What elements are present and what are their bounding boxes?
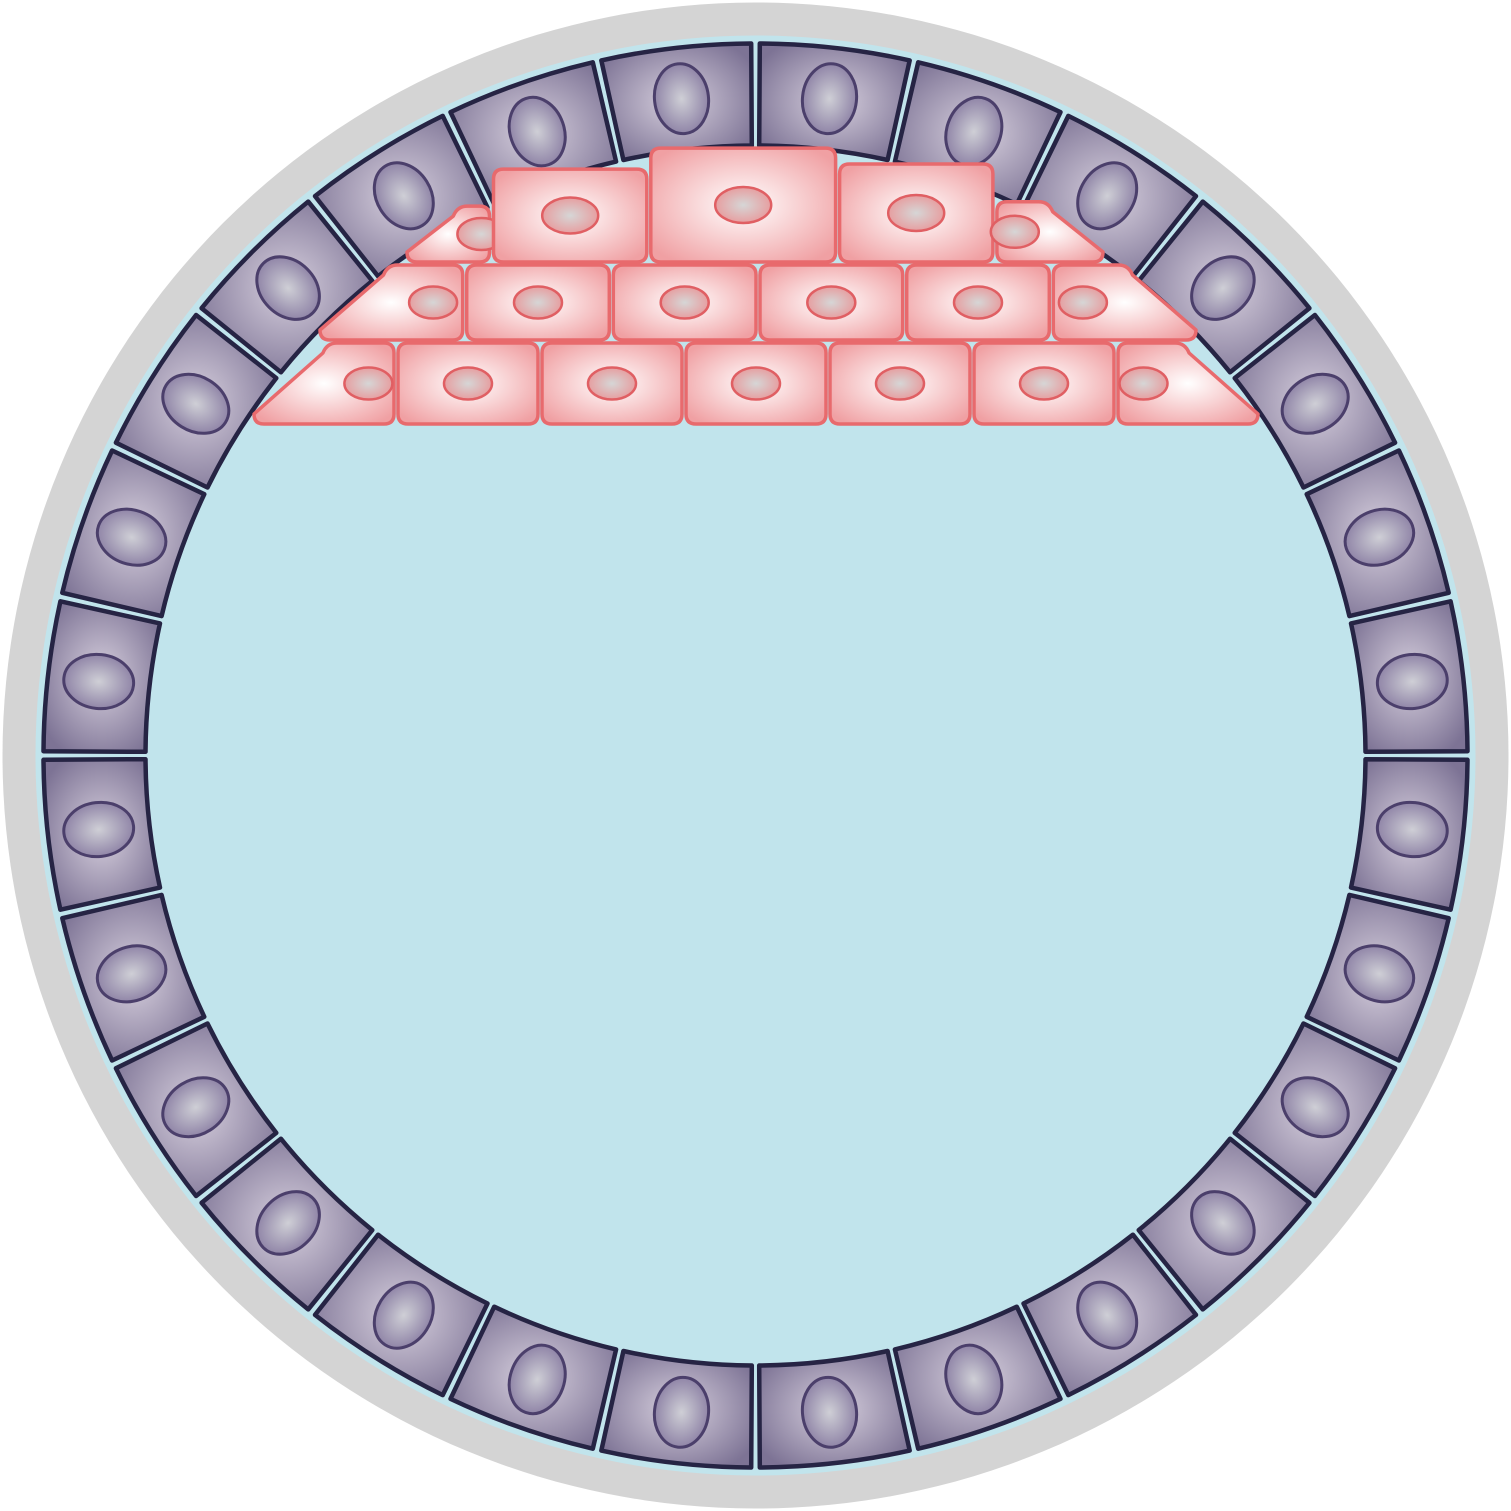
trophoblast-nucleus <box>1190 255 1256 321</box>
trophoblast-nucleus <box>372 1280 435 1350</box>
icm-cell-body <box>1051 263 1198 342</box>
trophoblast-nucleus <box>62 800 136 859</box>
trophoblast-cell <box>199 1136 375 1312</box>
icm-nucleus <box>1118 366 1169 401</box>
icm-nucleus <box>989 214 1041 250</box>
trophoblast-nucleus <box>1375 652 1449 711</box>
icm-cell <box>1116 341 1260 426</box>
icm-cell <box>837 162 995 264</box>
icm-cell <box>464 263 612 342</box>
trophoblast-cell <box>312 1232 490 1398</box>
icm-nucleus <box>1057 285 1109 320</box>
icm-nucleus <box>806 285 857 320</box>
trophoblast-nucleus <box>944 1343 1004 1416</box>
trophoblast-cell <box>756 41 912 163</box>
icm-cell <box>904 263 1052 342</box>
icm-cell <box>396 341 540 426</box>
icm-cell <box>828 341 972 426</box>
trophoblast-nucleus <box>161 1076 231 1139</box>
trophoblast-nucleus <box>1280 1076 1350 1139</box>
trophoblast-nucleus <box>1076 161 1139 231</box>
icm-nucleus <box>512 285 564 320</box>
trophoblast-cell <box>113 1021 279 1199</box>
icm-nucleus <box>343 366 394 401</box>
trophoblast-cell <box>41 756 163 912</box>
trophoblast-nucleus <box>1375 800 1449 859</box>
trophoblast-cell <box>892 1304 1063 1451</box>
icm-cell-body <box>318 263 465 342</box>
trophoblast-nucleus <box>161 372 231 435</box>
trophoblast-cell <box>60 448 207 619</box>
trophoblast-cell <box>1232 312 1398 490</box>
trophoblast-cell <box>599 41 755 163</box>
trophoblast-nucleus <box>62 652 136 711</box>
icm-cell <box>972 341 1116 426</box>
icm-nucleus <box>1018 366 1070 401</box>
icm-nucleus <box>713 185 773 225</box>
trophoblast-layer <box>41 41 1470 1470</box>
trophoblast-nucleus <box>95 507 168 567</box>
icm-cell <box>758 263 905 342</box>
icm-cell <box>684 341 828 426</box>
trophoblast-cell <box>60 892 207 1063</box>
inner-cell-mass <box>252 146 1260 426</box>
trophoblast-nucleus <box>652 62 711 136</box>
icm-nucleus <box>659 285 710 320</box>
trophoblast-nucleus <box>1280 372 1350 435</box>
trophoblast-cell <box>113 312 279 490</box>
trophoblast-nucleus <box>1343 507 1416 567</box>
icm-cell <box>491 167 649 264</box>
icm-cell-body <box>252 341 396 426</box>
trophoblast-nucleus <box>507 95 567 168</box>
icm-cell <box>611 263 758 342</box>
trophoblast-nucleus <box>372 161 435 231</box>
trophoblast-nucleus <box>507 1343 567 1416</box>
trophoblast-nucleus <box>800 62 859 136</box>
trophoblast-cell <box>41 599 163 755</box>
icm-cell <box>540 341 684 426</box>
trophoblast-nucleus <box>255 255 321 321</box>
trophoblast-cell <box>1348 599 1470 755</box>
icm-cell <box>252 341 396 426</box>
icm-nucleus <box>874 366 926 401</box>
trophoblast-nucleus <box>95 944 168 1004</box>
trophoblast-cell <box>1348 756 1470 912</box>
trophoblast-nucleus <box>652 1375 711 1449</box>
trophoblast-nucleus <box>255 1190 321 1256</box>
trophoblast-cell <box>1021 1232 1199 1398</box>
trophoblast-nucleus <box>1076 1280 1139 1350</box>
icm-nucleus <box>952 285 1004 320</box>
icm-nucleus <box>540 196 600 235</box>
icm-cell <box>1051 263 1198 342</box>
icm-nucleus <box>586 366 638 401</box>
icm-cell <box>318 263 465 342</box>
trophoblast-cell <box>1136 1136 1312 1312</box>
trophoblast-cell <box>448 1304 619 1451</box>
trophoblast-nucleus <box>800 1375 859 1449</box>
trophoblast-cell <box>1232 1021 1398 1199</box>
trophoblast-nucleus <box>1343 944 1416 1004</box>
trophoblast-cell <box>599 1348 755 1470</box>
trophoblast-cell <box>756 1348 912 1470</box>
trophoblast-cell <box>199 199 375 375</box>
icm-cell-body <box>1116 341 1260 426</box>
trophoblast-cell <box>1304 892 1451 1063</box>
icm-cell <box>989 199 1105 264</box>
icm-nucleus <box>886 193 946 233</box>
trophoblast-nucleus <box>1190 1190 1256 1256</box>
icm-nucleus <box>442 366 494 401</box>
trophoblast-cell <box>1304 448 1451 619</box>
icm-nucleus <box>407 285 459 320</box>
icm-nucleus <box>730 366 782 401</box>
icm-cell <box>649 146 838 264</box>
